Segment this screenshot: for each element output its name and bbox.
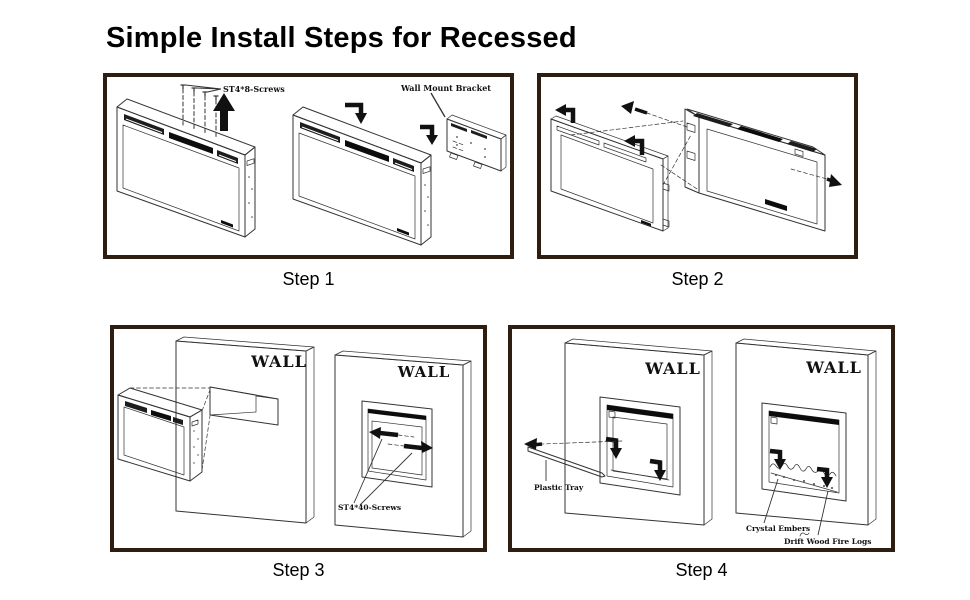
right-arrow-icon [421, 441, 433, 453]
plastic-tray: Plastic Tray [527, 446, 606, 492]
front-frame [550, 115, 670, 232]
wall-recessed: WALL ST4*40-Screws [334, 350, 472, 538]
step1-caption: Step 1 [282, 269, 335, 289]
fireplace-insert [117, 387, 211, 482]
down-arrow-icon [654, 470, 666, 481]
wall-tray-install: WALL Plastic Tray [524, 338, 713, 526]
left-arrow-icon [524, 438, 537, 450]
fireplace-unit-left [116, 98, 256, 238]
screws-group: ST4*8-Screws [180, 84, 285, 138]
step3-caption: Step 3 [272, 560, 325, 580]
bracket-label: Wall Mount Bracket [400, 83, 491, 93]
wall-media-install: WALL Crystal Embers Drift Wood Fire Logs [735, 338, 877, 546]
logs-label: Drift Wood Fire Logs [784, 537, 872, 546]
tray-label: Plastic Tray [534, 483, 584, 492]
step1-panel: ST4*8-Screws [103, 73, 514, 259]
wall-label-left: WALL [644, 359, 701, 378]
wall-mount-bracket: Wall Mount Bracket [400, 83, 507, 172]
left-arrow-icon [369, 427, 381, 439]
step4-caption: Step 4 [675, 560, 728, 580]
wall-label-left: WALL [250, 352, 307, 371]
down-arrow-icon [821, 477, 833, 488]
screws-label: ST4*8-Screws [223, 84, 285, 94]
step2-caption: Step 2 [671, 269, 724, 289]
page-title: Simple Install Steps for Recessed [106, 22, 577, 54]
step4-diagram: WALL Plastic Tray WALL [524, 338, 877, 546]
embers-label: Crystal Embers [746, 524, 810, 533]
wall-label-right: WALL [397, 363, 451, 381]
down-arrow-icon [610, 448, 622, 459]
fireplace-body [684, 108, 826, 232]
wall-with-cutout: WALL [175, 336, 315, 524]
up-left-arrow-icons [555, 101, 688, 155]
right-arrow-icon [829, 174, 842, 187]
down-curve-arrow-icons [345, 102, 438, 145]
projection-lines [570, 120, 842, 190]
wall-label-right: WALL [805, 358, 862, 377]
step3-panel: WALL WALL [110, 325, 487, 552]
step2-diagram [550, 101, 842, 232]
screws-label: ST4*40-Screws [338, 503, 401, 512]
step3-diagram: WALL WALL [117, 336, 472, 538]
up-arrow-icon [213, 93, 235, 131]
step1-diagram: ST4*8-Screws [116, 83, 507, 246]
step2-panel [537, 73, 858, 259]
step4-panel: WALL Plastic Tray WALL [508, 325, 895, 552]
fireplace-unit-right [292, 106, 432, 246]
down-arrow-icon [774, 459, 786, 470]
